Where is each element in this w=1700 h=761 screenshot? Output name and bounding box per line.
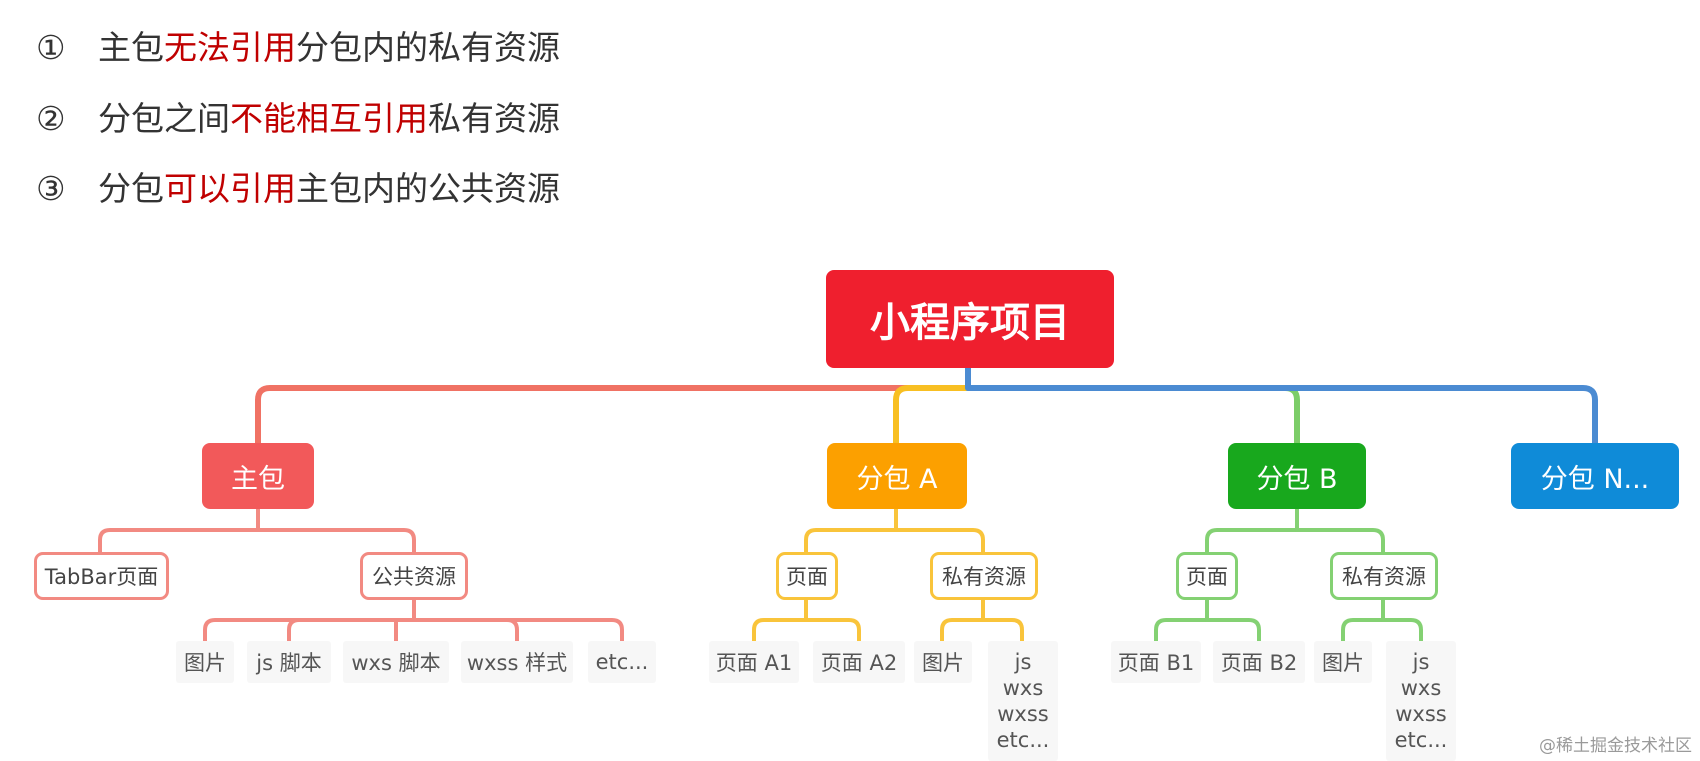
subpackage-b-node: 分包 B [1228, 443, 1366, 509]
leaf-images: 图片 [914, 641, 972, 683]
connector-main [255, 365, 971, 446]
rule-highlight: 不能相互引用 [230, 99, 428, 138]
rule-2: ② 分包之间不能相互引用私有资源 [36, 94, 560, 144]
rule-number: ① [36, 28, 66, 67]
public-resources-node: 公共资源 [360, 552, 468, 600]
leaf-item: wxss [997, 702, 1049, 726]
connector-n [965, 365, 1598, 446]
leaf-item: js [1014, 650, 1032, 674]
rule-text: 私有资源 [428, 99, 560, 138]
rule-text: 主包 [98, 28, 164, 67]
leaf-item: wxs [1400, 676, 1442, 700]
leaf-page-b1: 页面 B1 [1111, 641, 1201, 683]
leaf-item: wxs [1002, 676, 1044, 700]
leaf-private-files-list: js wxs wxss etc... [988, 641, 1058, 761]
leaf-page-a2: 页面 A2 [813, 641, 905, 683]
a-private-resources-node: 私有资源 [930, 552, 1038, 600]
rule-text: 分包之间 [98, 99, 230, 138]
subpackage-n-node: 分包 N... [1511, 443, 1679, 509]
leaf-page-b2: 页面 B2 [1213, 641, 1305, 683]
main-package-node: 主包 [202, 443, 314, 509]
rule-number: ③ [36, 169, 66, 208]
leaf-images: 图片 [176, 641, 234, 683]
leaf-page-a1: 页面 A1 [709, 641, 799, 683]
b-pages-node: 页面 [1176, 552, 1238, 600]
leaf-images: 图片 [1314, 641, 1372, 683]
rule-text: 分包 [98, 169, 164, 208]
rule-3: ③ 分包可以引用主包内的公共资源 [36, 164, 560, 214]
root-node: 小程序项目 [826, 270, 1114, 368]
subpackage-a-node: 分包 A [827, 443, 967, 509]
rule-1: ① 主包无法引用分包内的私有资源 [36, 23, 560, 73]
watermark: @稀土掘金技术社区 [1539, 736, 1692, 756]
leaf-wxss-style: wxss 样式 [461, 641, 573, 683]
leaf-item: etc... [1394, 728, 1448, 752]
leaf-item: js [1412, 650, 1430, 674]
rule-text: 分包内的私有资源 [296, 28, 560, 67]
rule-text: 主包内的公共资源 [296, 169, 560, 208]
b-private-resources-node: 私有资源 [1330, 552, 1438, 600]
leaf-wxs-script: wxs 脚本 [343, 641, 449, 683]
rule-highlight: 可以引用 [164, 169, 296, 208]
leaf-js-script: js 脚本 [247, 641, 331, 683]
tabbar-pages-node: TabBar页面 [34, 552, 169, 600]
rule-number: ② [36, 99, 66, 138]
leaf-item: etc... [996, 728, 1050, 752]
connector-b [965, 385, 1300, 446]
leaf-item: wxss [1395, 702, 1447, 726]
leaf-etc: etc... [588, 641, 656, 683]
connector-a [893, 385, 971, 446]
leaf-private-files-list: js wxs wxss etc... [1386, 641, 1456, 761]
a-pages-node: 页面 [776, 552, 838, 600]
rule-highlight: 无法引用 [164, 28, 296, 67]
